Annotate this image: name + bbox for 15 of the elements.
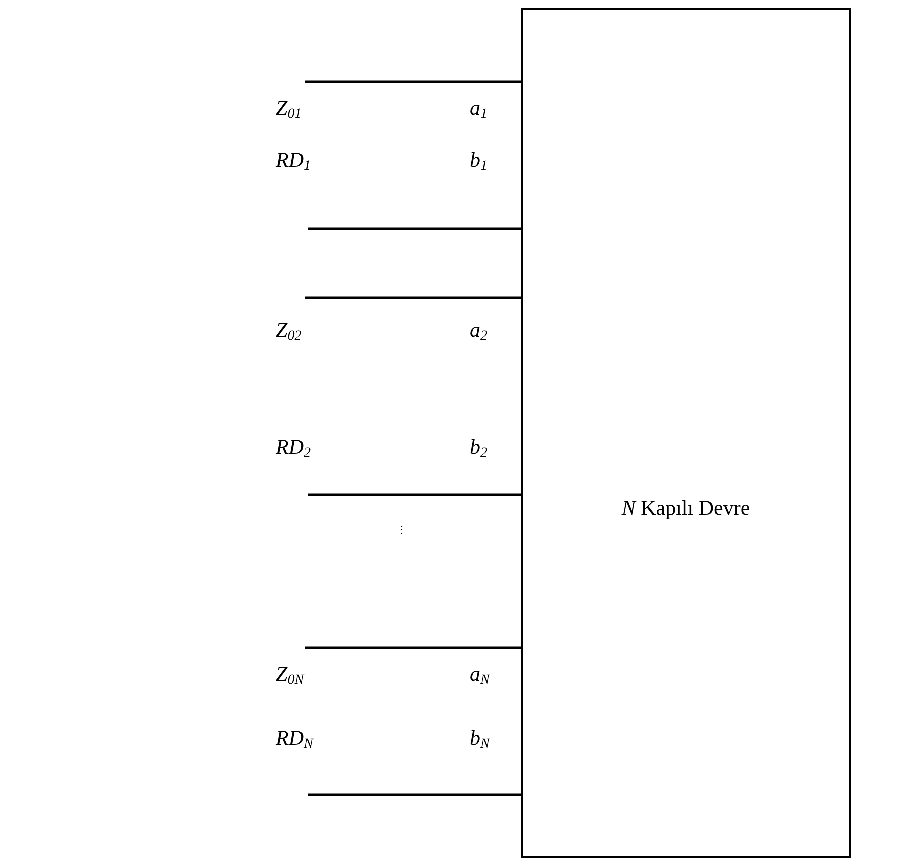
impedance-label: Z$_{02}$ xyxy=(276,320,302,344)
impedance-label: Z$_{01}$ xyxy=(276,98,302,122)
reference-label: RD$_{N}$ xyxy=(276,728,314,752)
wave-label: b$_{N}$ xyxy=(470,728,490,752)
network-box xyxy=(521,8,851,858)
wave-label: b$_{1}$ xyxy=(470,150,488,174)
wave-label: a$_{1}$ xyxy=(470,98,488,122)
impedance-label: Z$_{0N}$ xyxy=(276,664,304,688)
network-label: N Kapılı Devre xyxy=(620,496,752,521)
reference-label: RD$_{1}$ xyxy=(276,150,311,174)
ellipsis: ⋮ xyxy=(397,526,407,536)
wave-label: b$_{2}$ xyxy=(470,437,488,461)
wave-label: a$_{2}$ xyxy=(470,320,488,344)
reference-label: RD$_{2}$ xyxy=(276,437,311,461)
wave-label: a$_{N}$ xyxy=(470,664,490,688)
